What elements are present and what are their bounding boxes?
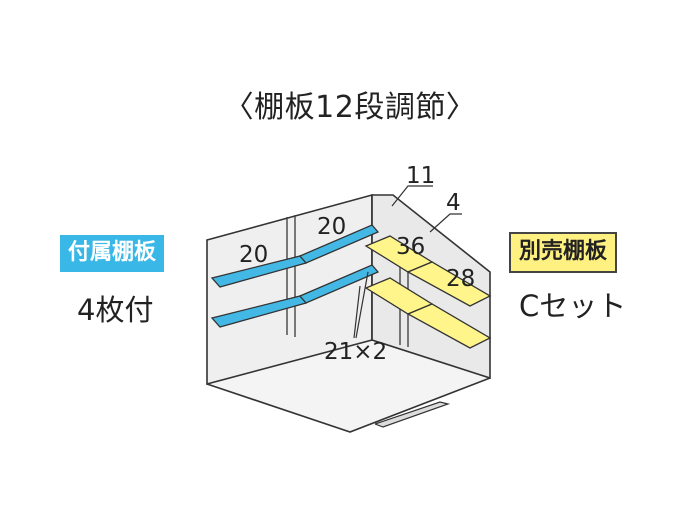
blue-shelf-lower-back — [298, 264, 380, 304]
dimension-28: 28 — [446, 266, 475, 292]
blue-shelf-upper-back — [298, 224, 380, 264]
yellow-shelf-right-lower — [406, 303, 492, 349]
included-shelves-count: 4枚付 — [77, 293, 154, 327]
optional-shelves-badge: 別売棚板 — [509, 232, 618, 273]
page-title: 〈棚板12段調節〉 — [223, 90, 477, 125]
dimension-11: 11 — [406, 163, 435, 189]
yellow-shelf-right-upper — [406, 261, 492, 307]
dimension-4: 4 — [446, 190, 461, 216]
optional-shelves-set: Cセット — [519, 289, 627, 323]
included-shelves — [210, 224, 380, 328]
optional-shelves — [364, 235, 492, 349]
leader-lines — [353, 185, 462, 339]
dimension-20-left: 20 — [239, 242, 268, 268]
front-outline — [206, 377, 491, 433]
dimension-36: 36 — [396, 234, 425, 260]
dimension-20-back: 20 — [317, 214, 346, 240]
included-shelves-badge: 付属棚板 — [60, 235, 165, 272]
door-rail — [374, 401, 451, 428]
dimension-21x2: 21×2 — [324, 339, 387, 365]
